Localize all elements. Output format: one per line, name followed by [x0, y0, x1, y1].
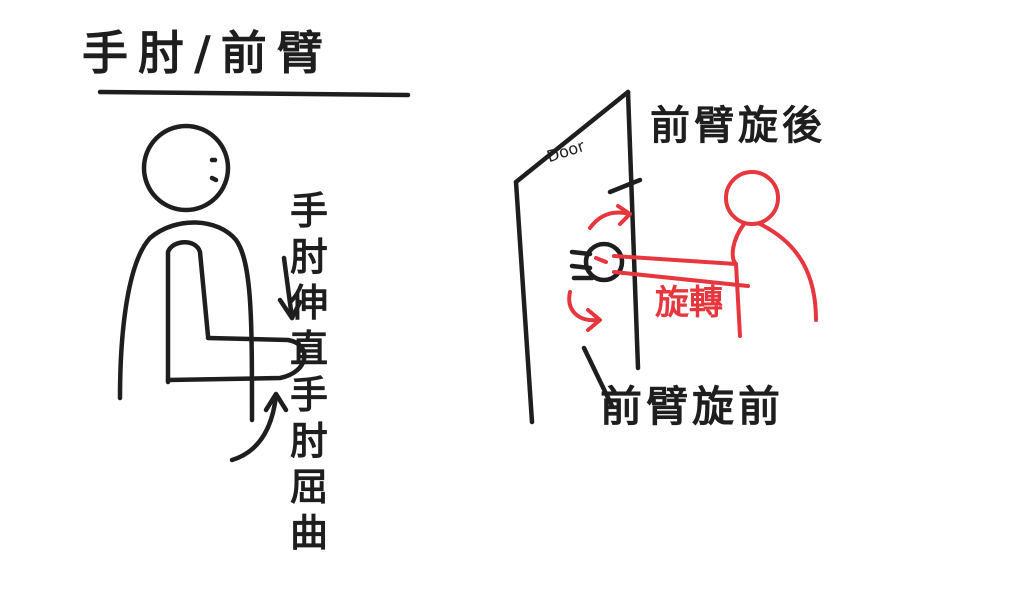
- red-arm-lower: [612, 270, 750, 288]
- person-head: [141, 123, 231, 213]
- pronation-pointer: [581, 345, 615, 409]
- flexion-arrowhead: [263, 391, 289, 413]
- red-person-back: [758, 222, 818, 322]
- extension-arrowhead: [277, 297, 303, 321]
- extension-arrow: [281, 255, 295, 321]
- door-top-edge: [513, 89, 631, 185]
- red-arm-upper: [612, 254, 738, 266]
- forearm-supination-label: 前臂旋後: [650, 103, 826, 149]
- doorknob: [583, 241, 625, 283]
- rotate-arrow-down: [567, 290, 600, 323]
- grip-label: 旋轉: [655, 283, 723, 323]
- red-person-head: [724, 170, 780, 226]
- forearm-pronation-label: 前臂旋前: [600, 382, 785, 431]
- knob-line-2: [569, 263, 593, 271]
- door-right-edge: [625, 89, 641, 371]
- knob-line-1: [569, 249, 593, 257]
- title-underline: [97, 89, 411, 98]
- rotate-arrowhead-down: [586, 308, 602, 332]
- elbow-extension-label: 手肘伸直: [290, 189, 329, 371]
- door-small-tick: [607, 177, 643, 195]
- flexion-arrow: [229, 393, 279, 463]
- door-left-edge: [513, 179, 535, 425]
- rotate-arrowhead-up: [616, 204, 632, 226]
- elbow-flexion-label: 手肘屈曲: [290, 373, 329, 555]
- upper-arm: [165, 240, 211, 385]
- person-mouth: [209, 175, 219, 183]
- knob-red-mark: [594, 256, 608, 264]
- person-body: [117, 220, 255, 423]
- page-title: 手肘/前臂: [82, 26, 333, 80]
- red-person-front: [730, 222, 746, 338]
- forearm: [165, 335, 307, 383]
